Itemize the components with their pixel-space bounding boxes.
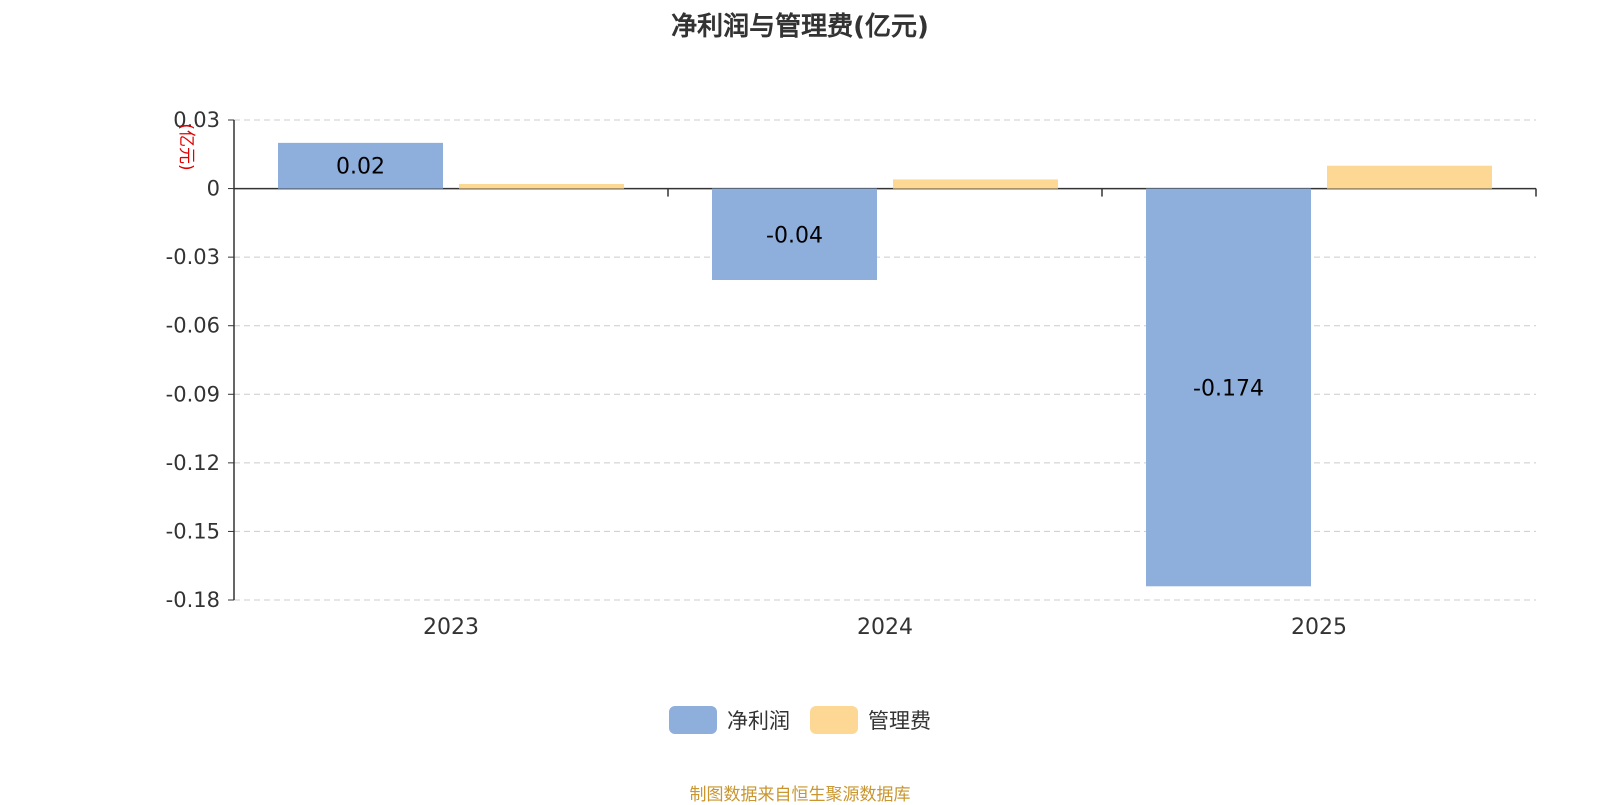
y-tick-label: -0.15 bbox=[166, 519, 220, 543]
data-source-note: 制图数据来自恒生聚源数据库 bbox=[689, 785, 911, 805]
bar-net-profit bbox=[712, 188, 877, 280]
y-tick-label: -0.18 bbox=[166, 588, 220, 612]
bar-net-profit bbox=[1146, 188, 1311, 587]
legend-label-net-profit: 净利润 bbox=[727, 709, 790, 733]
legend-item-net-profit[interactable]: 净利润 bbox=[669, 705, 790, 735]
y-tick-label: 0 bbox=[207, 177, 220, 201]
bar-net-profit bbox=[278, 142, 443, 189]
y-tick-label: -0.06 bbox=[166, 314, 220, 338]
x-tick-label: 2025 bbox=[1291, 615, 1347, 640]
chart-title: 净利润与管理费(亿元) bbox=[671, 12, 929, 42]
data-label: 0.02 bbox=[336, 155, 385, 180]
bar-admin-expense bbox=[893, 179, 1058, 189]
legend-label-admin-expense: 管理费 bbox=[868, 709, 931, 733]
y-tick-label: -0.12 bbox=[166, 451, 220, 475]
bar-admin-expense bbox=[459, 184, 624, 189]
legend-swatch-admin-expense bbox=[810, 706, 858, 734]
y-tick-label: 0.03 bbox=[173, 108, 220, 132]
legend-item-admin-expense[interactable]: 管理费 bbox=[810, 705, 931, 735]
x-tick-label: 2024 bbox=[857, 615, 913, 640]
y-tick-label: -0.09 bbox=[166, 382, 220, 406]
x-tick-label: 2023 bbox=[423, 615, 479, 640]
data-label: -0.174 bbox=[1193, 376, 1264, 401]
legend-swatch-net-profit bbox=[669, 706, 717, 734]
data-label: -0.04 bbox=[766, 223, 823, 248]
y-axis-unit-label: (亿元) bbox=[176, 123, 196, 170]
y-tick-label: -0.03 bbox=[166, 245, 220, 269]
legend: 净利润 管理费 bbox=[0, 705, 1600, 735]
bar-chart: 0.03 0 -0.03 -0.06 -0.09 -0.12 -0.15 -0.18 (亿元) 0… bbox=[166, 108, 1537, 640]
bar-admin-expense bbox=[1327, 165, 1492, 189]
